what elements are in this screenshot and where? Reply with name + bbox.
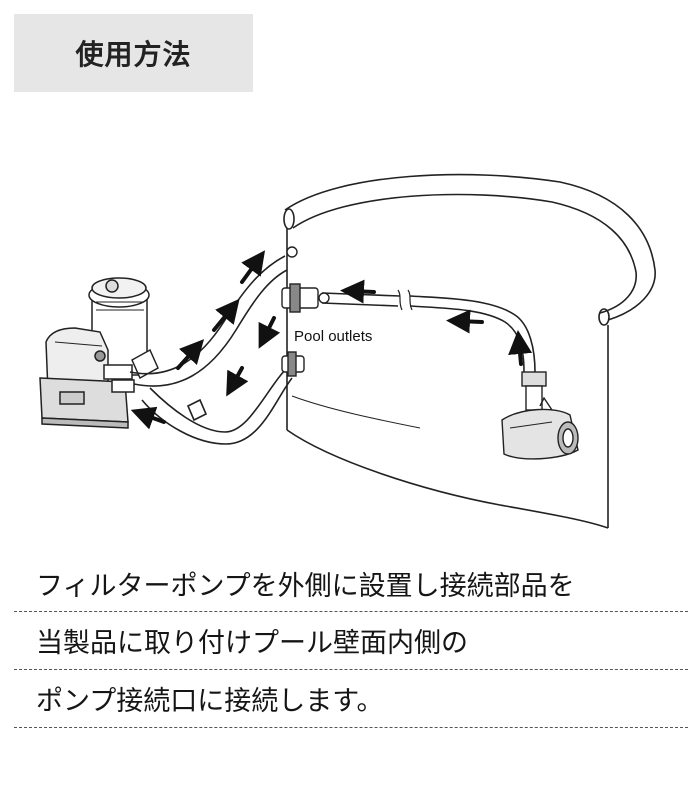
flow-arrow: [340, 279, 376, 304]
filter-pump-illustration: [39, 277, 159, 429]
wall-fittings: [281, 246, 330, 377]
title-banner: 使用方法: [14, 14, 253, 92]
flow-arrow: [258, 316, 281, 349]
instruction-line: フィルターポンプを外側に設置し接続部品を: [14, 555, 688, 612]
hoses-illustration: [129, 255, 536, 445]
flow-arrows: [130, 250, 533, 430]
flow-arrow: [130, 406, 166, 430]
skimmer-illustration: [501, 371, 579, 460]
flow-arrow: [226, 366, 249, 397]
flow-arrow: [240, 250, 266, 284]
instructions: フィルターポンプを外側に設置し接続部品を 当製品に取り付けプール壁面内側の ポン…: [14, 555, 688, 728]
page-title: 使用方法: [75, 38, 192, 71]
instruction-line: ポンプ接続口に接続します。: [14, 670, 688, 728]
flow-arrow: [446, 309, 484, 334]
pool-illustration: [283, 173, 656, 529]
instruction-line: 当製品に取り付けプール壁面内側の: [14, 612, 688, 670]
setup-diagram: Pool outlets: [39, 173, 656, 529]
setup-illustration: Pool outlets: [0, 110, 700, 540]
pool-outlets-label: Pool outlets: [294, 328, 372, 345]
flow-arrow: [176, 339, 205, 370]
flow-arrow: [212, 298, 240, 332]
flow-arrow: [508, 330, 533, 366]
